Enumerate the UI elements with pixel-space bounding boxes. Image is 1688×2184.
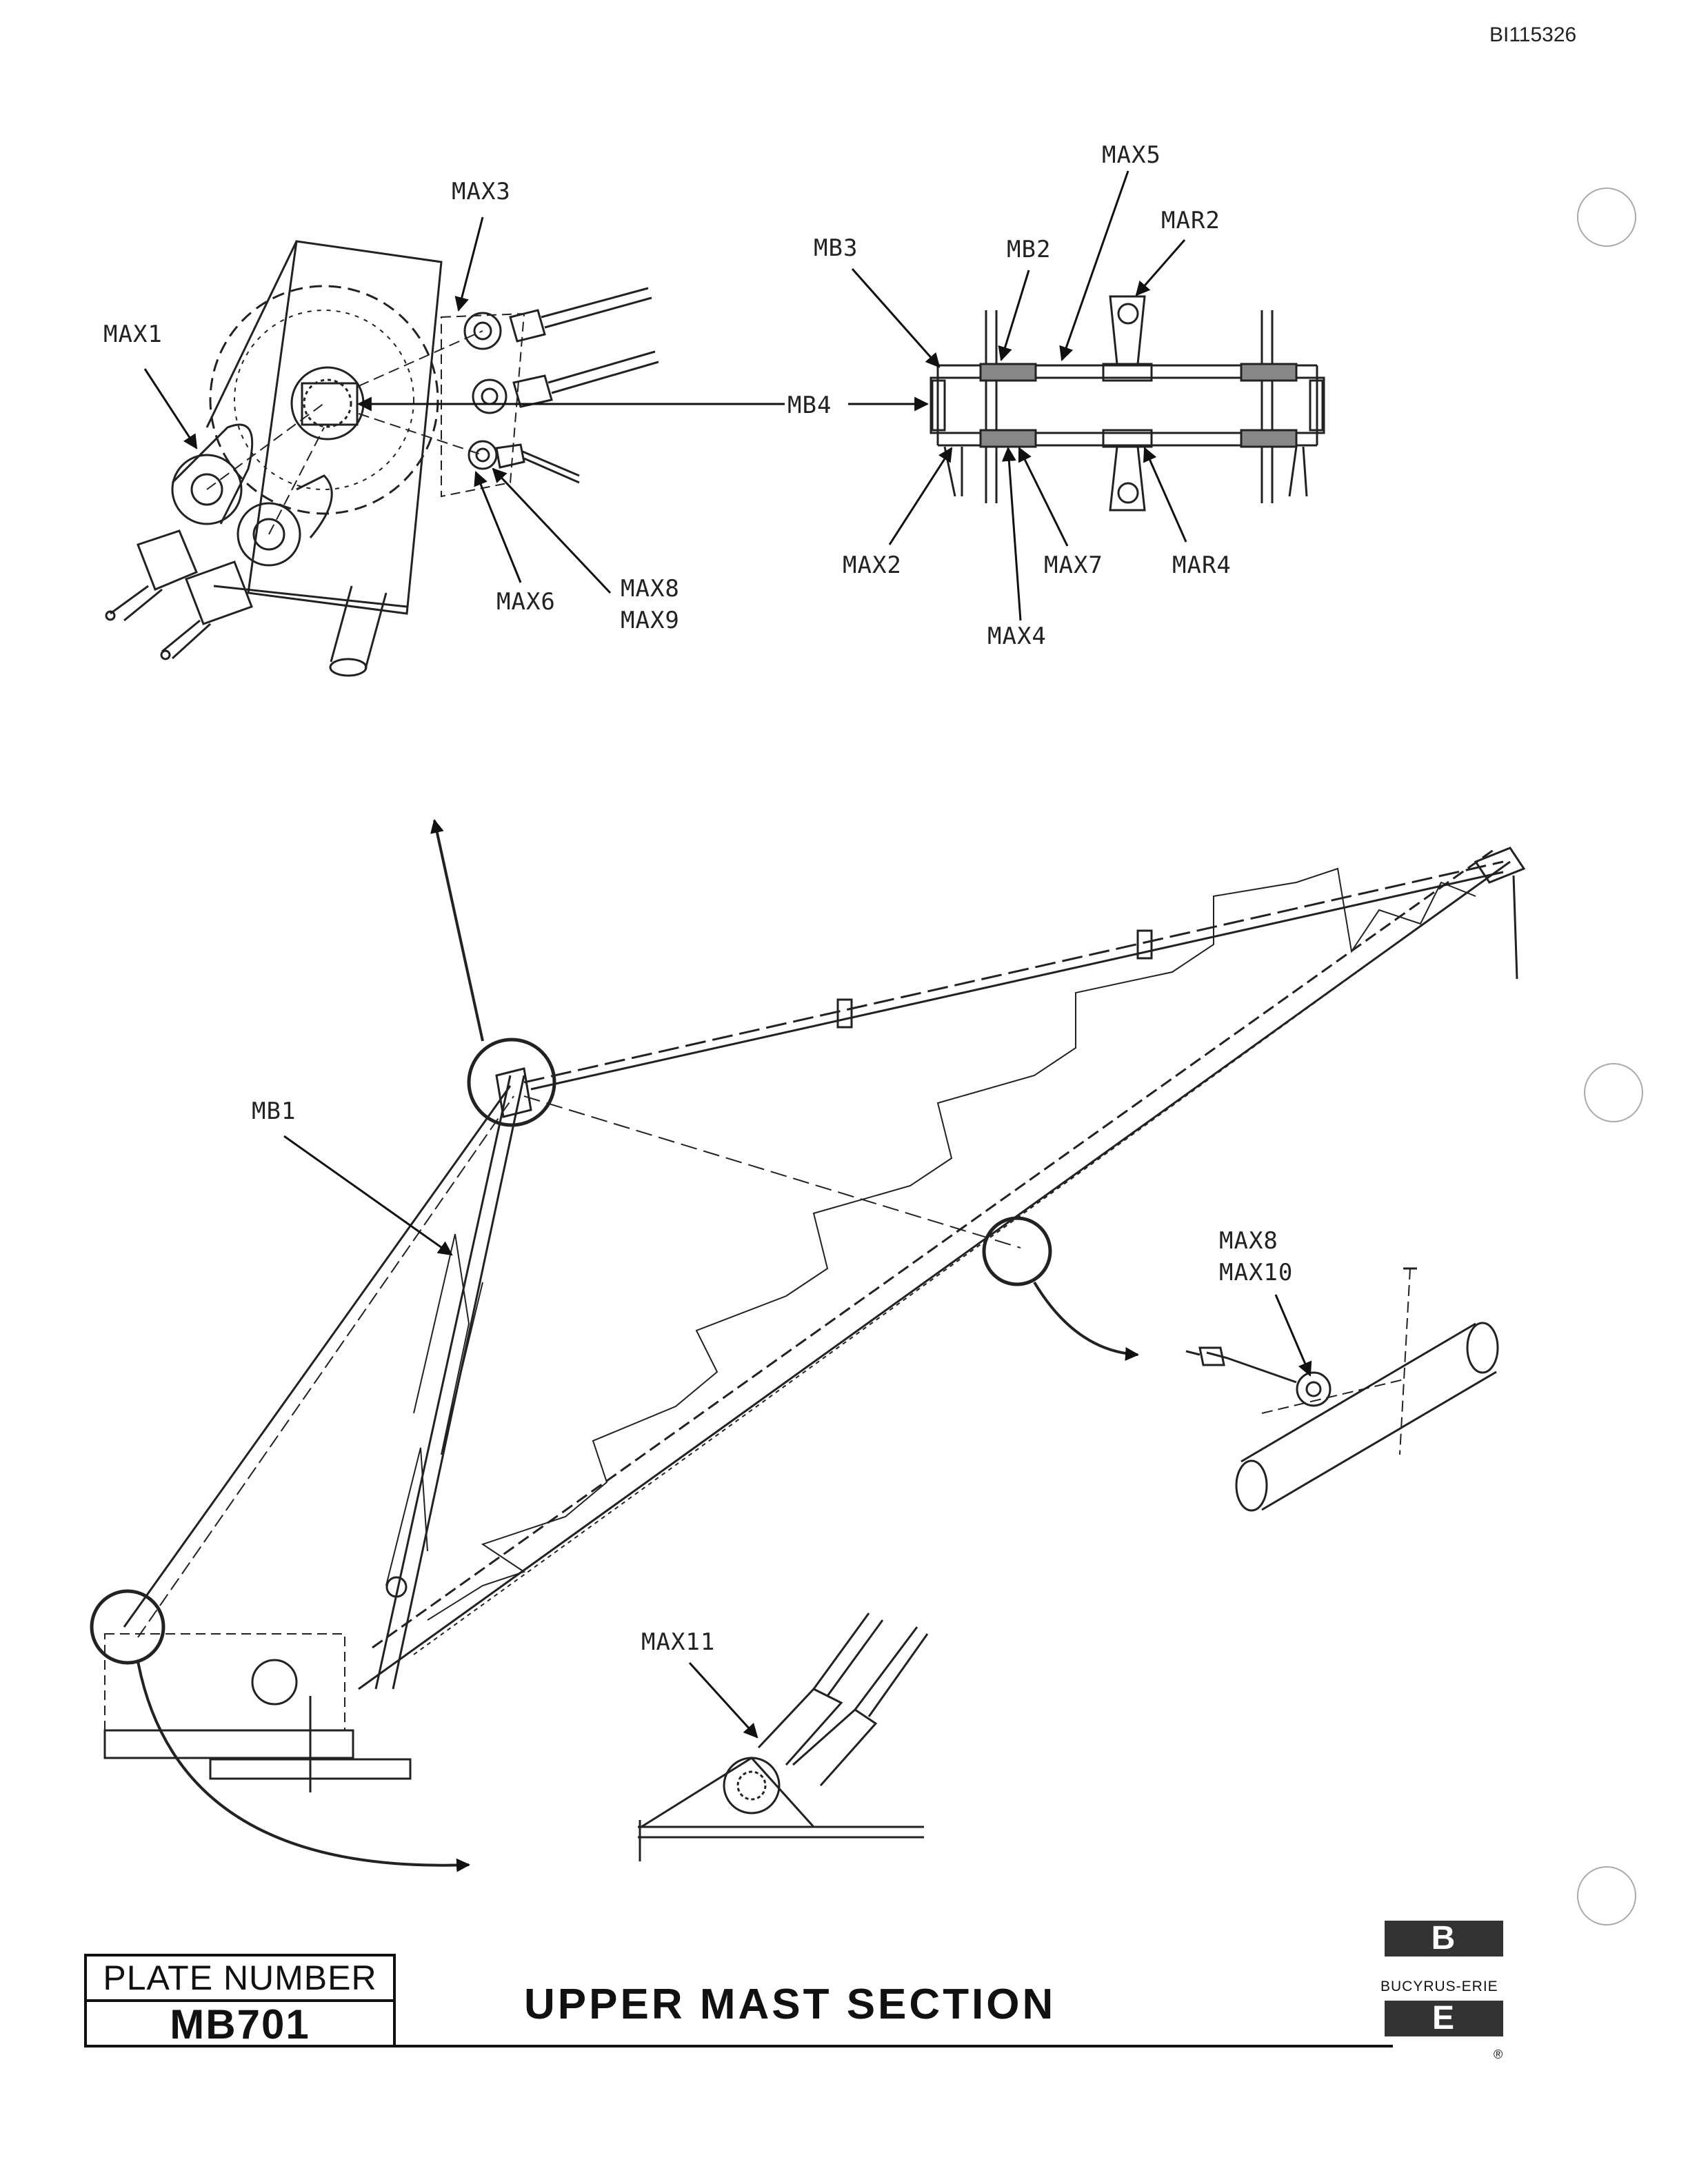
callout-max1: MAX1 xyxy=(103,321,163,348)
plate-number-value: MB701 xyxy=(170,2001,310,2048)
mast-head-detail xyxy=(105,240,659,677)
plate-number-label: PLATE NUMBER xyxy=(87,1957,393,2002)
rope-pin-detail xyxy=(1185,1267,1499,1512)
callout-max8-max9-line2: MAX9 xyxy=(621,607,680,634)
callout-arrows xyxy=(143,170,1312,1739)
shaft-section-detail xyxy=(930,295,1325,512)
callout-mb3: MB3 xyxy=(814,234,858,262)
callout-max4: MAX4 xyxy=(987,623,1047,650)
callout-mb2: MB2 xyxy=(1007,236,1052,263)
callout-max7: MAX7 xyxy=(1044,552,1103,579)
registered-mark: ® xyxy=(1494,2048,1503,2061)
logo-name: BUCYRUS-ERIE xyxy=(1380,1979,1498,1994)
document-id: BI115326 xyxy=(1489,23,1577,46)
logo-top-letter: B xyxy=(1431,1920,1457,1957)
logo-bottom-letter: E xyxy=(1431,2000,1456,2036)
callout-max5: MAX5 xyxy=(1102,141,1161,169)
callout-max3: MAX3 xyxy=(452,178,511,205)
callout-mb4: MB4 xyxy=(787,392,832,419)
callout-max2: MAX2 xyxy=(843,552,902,579)
callout-max8-max10-line2: MAX10 xyxy=(1219,1259,1294,1286)
punch-holes xyxy=(1577,188,1643,1925)
plate-number-box: PLATE NUMBER MB701 xyxy=(84,1954,396,2048)
drawing-title: UPPER MAST SECTION xyxy=(524,1981,1056,2028)
logo-top-block: B xyxy=(1385,1921,1503,1957)
callout-mb1: MB1 xyxy=(252,1098,297,1125)
logo-bottom-block: E xyxy=(1385,2001,1503,2036)
callout-mar2: MAR2 xyxy=(1161,207,1220,234)
callout-mar4: MAR4 xyxy=(1172,552,1232,579)
boom-drawing xyxy=(90,819,1526,1872)
callout-max11: MAX11 xyxy=(641,1628,716,1656)
callout-max6: MAX6 xyxy=(496,588,556,616)
lower-pin-detail xyxy=(638,1612,929,1861)
callout-max8-max9-line1: MAX8 xyxy=(621,575,680,603)
callout-max8-max10-line1: MAX8 xyxy=(1219,1227,1278,1255)
